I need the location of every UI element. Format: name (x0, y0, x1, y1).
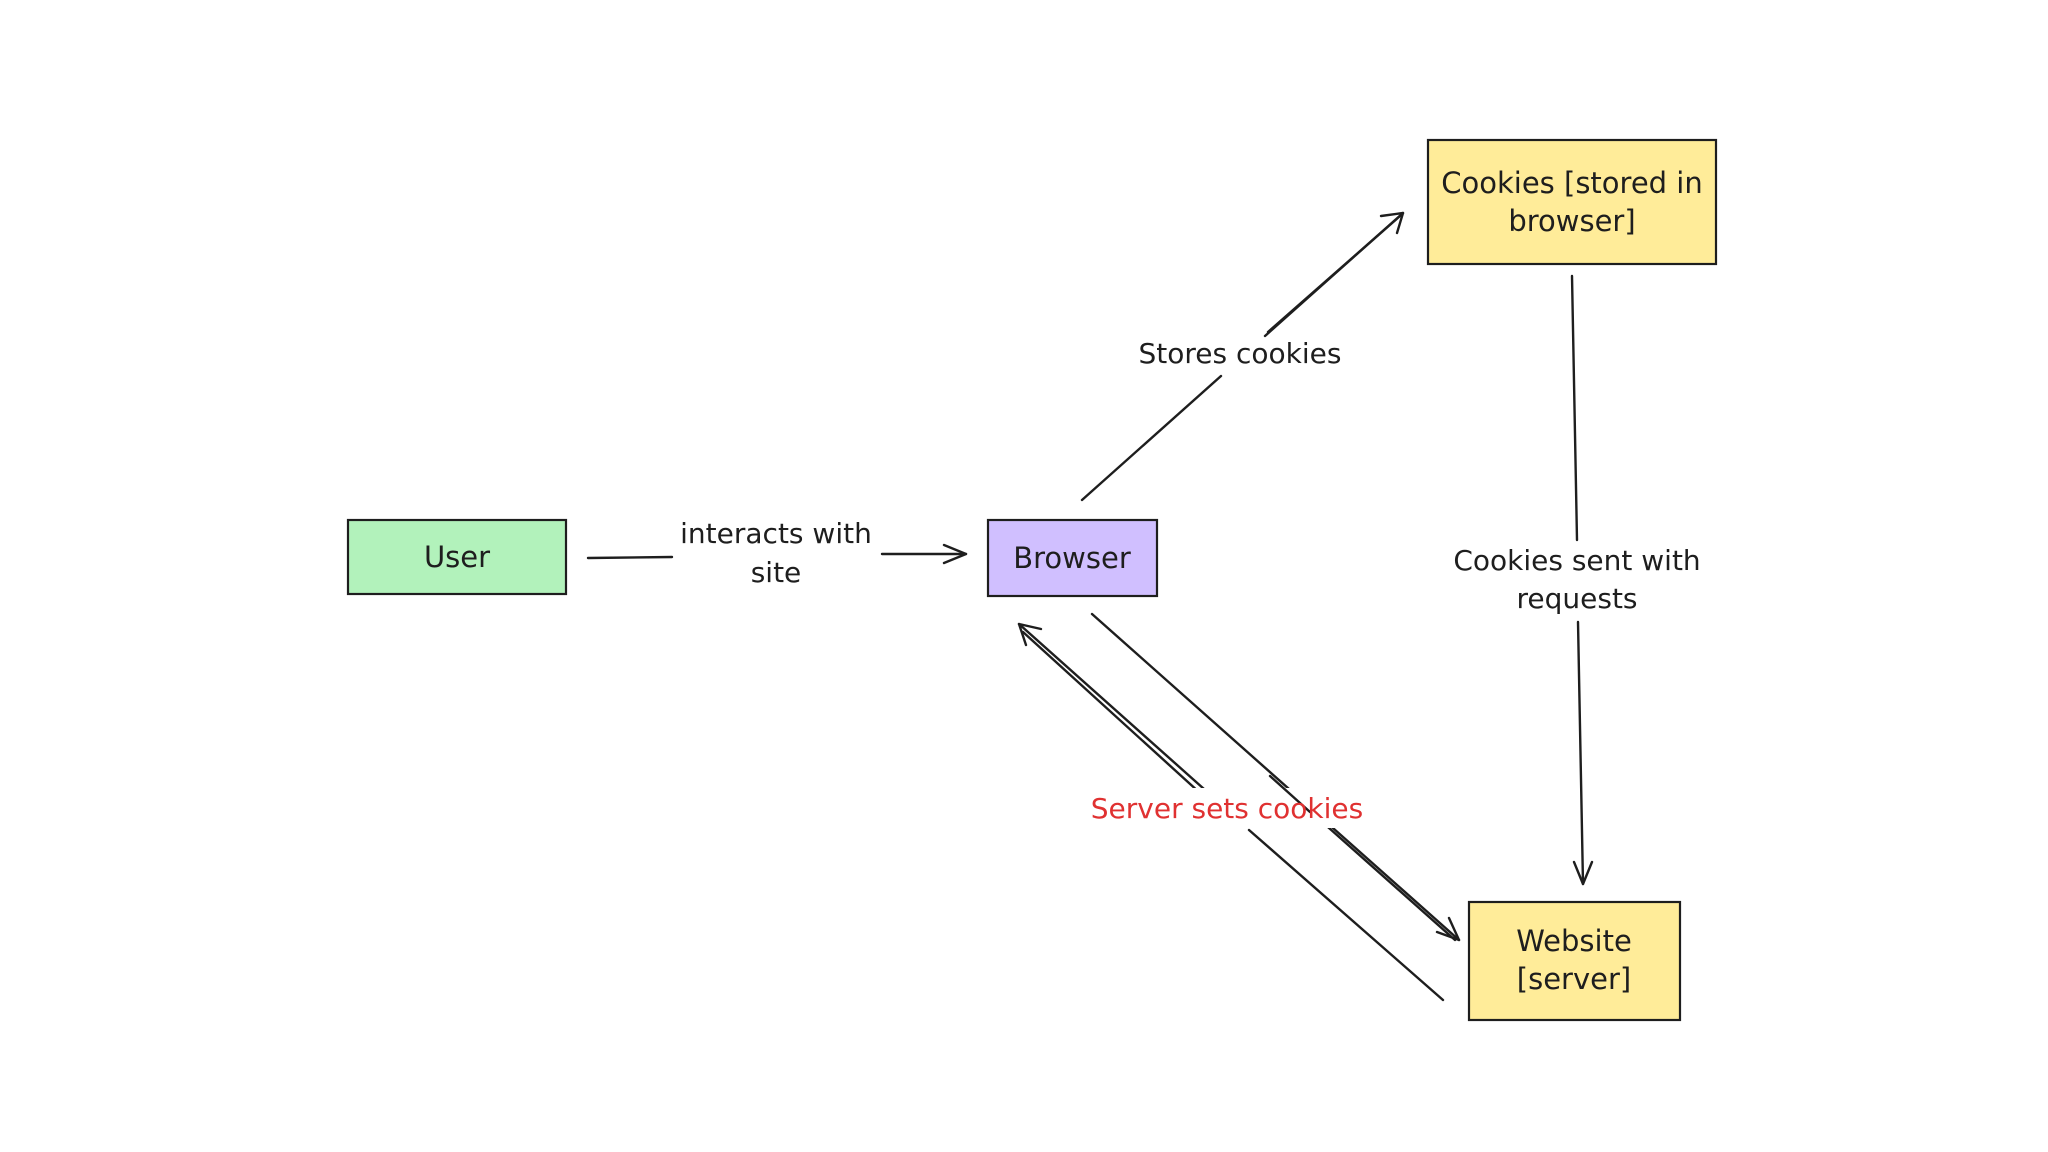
edge-user-to-browser-line-left (586, 555, 674, 560)
node-website-label-line-1: Website (1516, 924, 1632, 958)
node-browser-label: Browser (1013, 541, 1131, 575)
edge-cookies-to-website-line-upper (1570, 274, 1579, 542)
edge-website-to-browser-line-lower (1247, 828, 1445, 1002)
arrowhead-icon (942, 543, 968, 565)
node-website-box (1467, 900, 1682, 1022)
edge-user-to-browser[interactable]: interacts with site (586, 517, 968, 589)
edge-website-to-browser-line-upper-shadow (1021, 630, 1202, 795)
edge-website-to-browser-line-upper (1017, 622, 1206, 791)
edge-cookies-to-website-line-lower (1576, 620, 1585, 886)
node-user-label: User (424, 540, 490, 574)
node-cookies-label-line-2: browser] (1508, 204, 1635, 238)
edge-browser-to-website-line-shadow (1318, 818, 1457, 942)
edge-website-to-browser-label-bg (1108, 788, 1356, 828)
edge-user-to-browser-label-line-1: interacts with (680, 517, 872, 550)
node-browser[interactable]: Browser (986, 518, 1159, 598)
edge-browser-to-website-line (1090, 612, 1461, 942)
edge-browser-to-cookies-line-lower (1080, 374, 1223, 502)
node-cookies-box (1426, 138, 1718, 266)
node-user-box (346, 518, 568, 596)
node-website-label-line-2: [server] (1517, 962, 1631, 996)
edge-browser-to-cookies[interactable]: Stores cookies (1080, 211, 1405, 502)
node-cookies[interactable]: Cookies [stored in browser] (1426, 138, 1718, 266)
edge-cookies-to-website-label-line-2: requests (1516, 582, 1637, 615)
edge-cookies-to-website[interactable]: Cookies sent with requests (1453, 274, 1701, 886)
edge-browser-to-website[interactable] (1090, 612, 1461, 942)
edge-cookies-to-website-label-line-1: Cookies sent with (1453, 544, 1700, 577)
node-browser-box (986, 518, 1159, 598)
arrowhead-icon (1572, 860, 1594, 886)
edge-browser-to-cookies-label: Stores cookies (1139, 337, 1342, 370)
node-cookies-label-line-1: Cookies [stored in (1441, 166, 1702, 200)
node-website[interactable]: Website [server] (1467, 900, 1682, 1022)
edge-website-to-browser-label: Server sets cookies (1091, 792, 1363, 825)
node-user[interactable]: User (346, 518, 568, 596)
arrowhead-icon (1435, 916, 1461, 942)
edge-user-to-browser-label-line-2: site (751, 556, 802, 589)
arrowhead-icon (1017, 622, 1043, 647)
edge-website-to-browser[interactable]: Server sets cookies (1017, 622, 1445, 1002)
edge-browser-to-cookies-line-upper-shadow (1266, 214, 1402, 334)
arrowhead-icon (1379, 211, 1405, 235)
edge-browser-to-website-line-through-label (1268, 774, 1312, 814)
